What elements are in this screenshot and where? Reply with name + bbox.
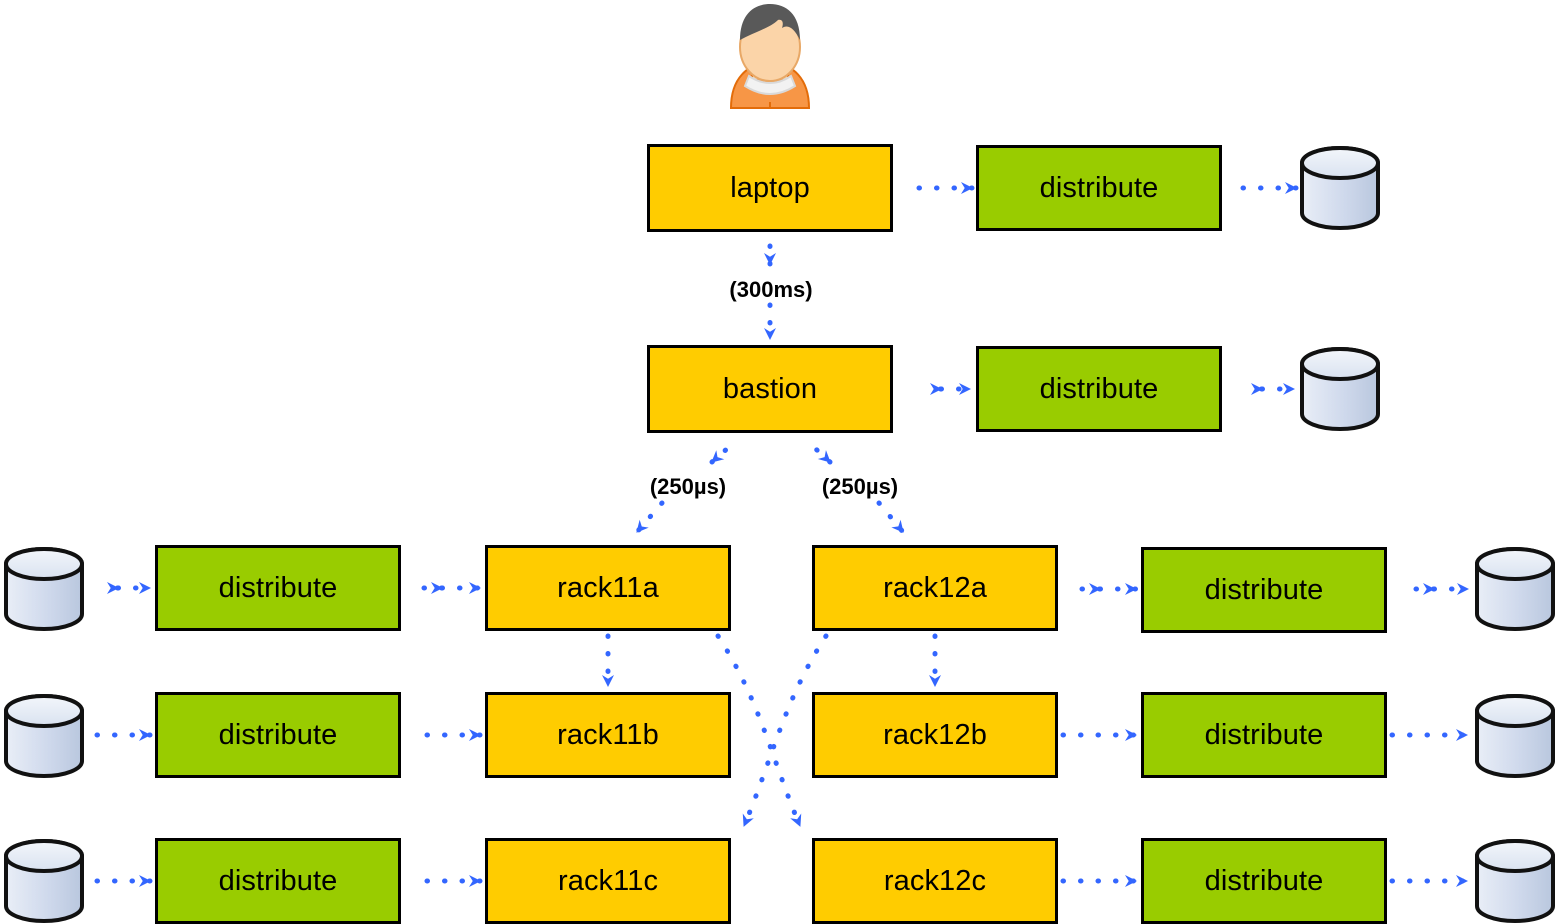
node-laptop-label: laptop bbox=[730, 171, 810, 204]
node-distribute-11c[interactable]: distribute bbox=[155, 838, 401, 924]
node-distribute-12c-label: distribute bbox=[1204, 864, 1324, 897]
node-rack12a-label: rack12a bbox=[883, 571, 987, 604]
node-rack11a[interactable]: rack11a bbox=[485, 545, 731, 631]
db-icon-12b[interactable] bbox=[1475, 694, 1555, 778]
node-bastion-label: bastion bbox=[722, 372, 818, 405]
latency-label-laptop-bastion: (300ms) bbox=[729, 277, 813, 302]
database-icons bbox=[3, 146, 1555, 923]
node-rack12c-label: rack12c bbox=[883, 864, 987, 897]
node-distribute-top-label: distribute bbox=[1039, 171, 1159, 204]
node-distribute-bastion-label: distribute bbox=[1039, 372, 1159, 405]
node-distribute-12a-label: distribute bbox=[1204, 573, 1324, 606]
edge-bastion-rack11a-down bbox=[634, 500, 665, 535]
db-icon-12a[interactable] bbox=[1475, 547, 1555, 631]
db-icon-11a[interactable] bbox=[3, 547, 84, 631]
node-distribute-bastion[interactable]: distribute bbox=[976, 346, 1222, 432]
node-rack11a-label: rack11a bbox=[557, 571, 659, 604]
db-icon-top[interactable] bbox=[1300, 146, 1380, 230]
node-distribute-11b-label: distribute bbox=[218, 718, 338, 751]
node-distribute-11b[interactable]: distribute bbox=[155, 692, 401, 778]
node-rack12b[interactable]: rack12b bbox=[812, 692, 1058, 778]
node-rack12b-label: rack12b bbox=[883, 718, 987, 751]
db-icon-bastion[interactable] bbox=[1300, 347, 1380, 431]
edge-bastion-rack12a-down bbox=[876, 500, 906, 535]
node-rack12c[interactable]: rack12c bbox=[812, 838, 1058, 924]
db-icon-11b[interactable] bbox=[3, 694, 84, 778]
node-laptop[interactable]: laptop bbox=[647, 144, 893, 232]
db-icon-11c[interactable] bbox=[3, 839, 84, 923]
latency-label-bastion-rack12a: (250µs) bbox=[821, 474, 899, 499]
node-rack12a[interactable]: rack12a bbox=[812, 545, 1058, 631]
node-rack11c[interactable]: rack11c bbox=[485, 838, 731, 924]
node-distribute-11c-label: distribute bbox=[218, 864, 338, 897]
node-distribute-top[interactable]: distribute bbox=[976, 145, 1222, 231]
node-distribute-12b[interactable]: distribute bbox=[1141, 692, 1387, 778]
edge-bastion-rack11a-up bbox=[709, 437, 740, 465]
node-distribute-11a[interactable]: distribute bbox=[155, 545, 401, 631]
node-rack11c-label: rack11c bbox=[557, 864, 659, 897]
node-distribute-11a-label: distribute bbox=[218, 571, 338, 604]
node-distribute-12c[interactable]: distribute bbox=[1141, 838, 1387, 924]
edge-bastion-rack12a-up bbox=[803, 437, 833, 465]
node-distribute-12a[interactable]: distribute bbox=[1141, 547, 1387, 633]
latency-label-bastion-rack11a: (250µs) bbox=[649, 474, 727, 499]
node-distribute-12b-label: distribute bbox=[1204, 718, 1324, 751]
node-rack11b-label: rack11b bbox=[557, 718, 659, 751]
user-avatar-icon bbox=[729, 4, 811, 109]
db-icon-12c[interactable] bbox=[1475, 839, 1555, 923]
node-bastion[interactable]: bastion bbox=[647, 345, 893, 433]
node-rack11b[interactable]: rack11b bbox=[485, 692, 731, 778]
